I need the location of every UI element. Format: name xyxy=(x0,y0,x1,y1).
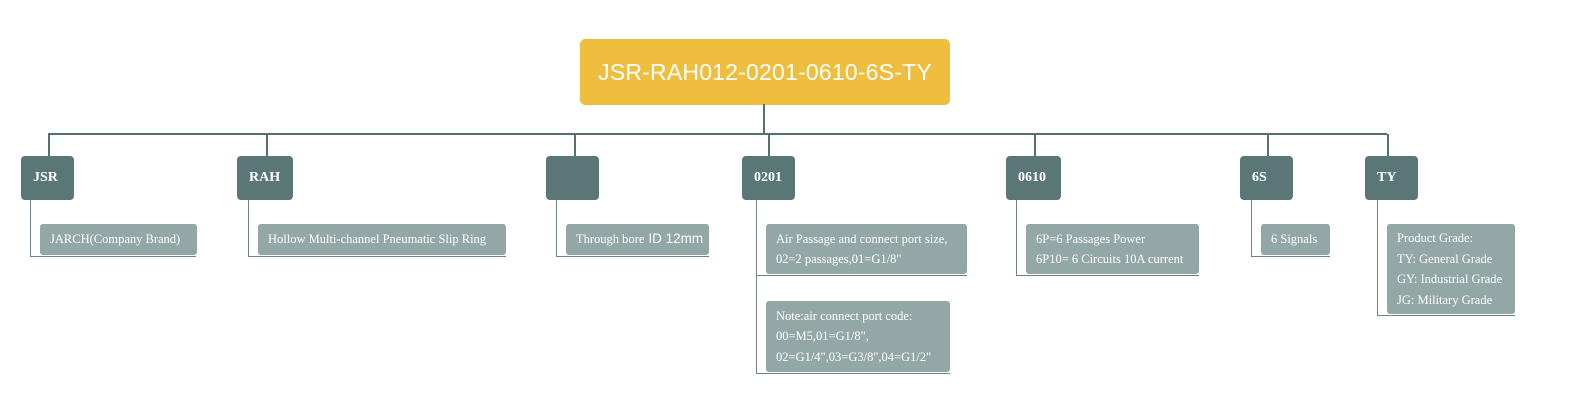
model-code-root: JSR-RAH012-0201-0610-6S-TY xyxy=(580,39,950,105)
desc-power: 6P=6 Passages Power 6P10= 6 Circuits 10A… xyxy=(1026,224,1199,274)
desc-line: Air Passage and connect port size, xyxy=(776,231,948,246)
bracket-rah xyxy=(248,200,506,257)
root-connector xyxy=(763,104,765,134)
drop-connector-ty xyxy=(1387,134,1389,156)
node-rah: RAH xyxy=(237,156,293,200)
desc-line: TY: General Grade xyxy=(1397,251,1493,266)
bore-diameter: ID 12mm xyxy=(648,231,704,247)
desc-grade: Product Grade: TY: General Grade GY: Ind… xyxy=(1387,224,1515,314)
desc-line: JARCH(Company Brand) xyxy=(50,232,181,247)
drop-connector-0201 xyxy=(768,134,770,156)
node-label: TY xyxy=(1377,170,1397,185)
desc-line: JG: Military Grade xyxy=(1397,292,1493,307)
desc-line: GY: Industrial Grade xyxy=(1397,272,1503,286)
bracket-ty xyxy=(1377,200,1515,316)
drop-connector-0610 xyxy=(1034,134,1036,156)
desc-line: 02=2 passages,01=G1/8" xyxy=(776,252,902,266)
drop-connector-6s xyxy=(1267,134,1269,156)
node-0201: 0201 xyxy=(742,156,795,200)
desc-line: 00=M5,01=G1/8", xyxy=(776,329,869,344)
desc-rah: Hollow Multi-channel Pneumatic Slip Ring xyxy=(258,224,506,255)
horizontal-connector xyxy=(48,133,1387,135)
model-code-text: JSR-RAH012-0201-0610-6S-TY xyxy=(598,58,932,85)
node-jsr: JSR xyxy=(21,156,74,200)
node-label: 0201 xyxy=(754,170,782,185)
node-bore xyxy=(546,156,599,200)
desc-air: Air Passage and connect port size, 02=2 … xyxy=(766,224,967,274)
node-label: 0610 xyxy=(1018,170,1046,185)
node-6s: 6S xyxy=(1240,156,1293,200)
desc-line: Note:air connect port code: xyxy=(776,308,913,323)
node-0610: 0610 xyxy=(1006,156,1061,200)
desc-jsr: JARCH(Company Brand) xyxy=(40,224,197,255)
node-label: JSR xyxy=(33,170,58,185)
node-label: 6S xyxy=(1252,170,1267,185)
desc-air-note: Note:air connect port code: 00=M5,01=G1/… xyxy=(766,301,950,372)
bracket-bore xyxy=(556,200,709,257)
node-label: RAH xyxy=(249,170,281,185)
desc-line: 6 Signals xyxy=(1271,232,1318,247)
desc-line: 6P10= 6 Circuits 10A current xyxy=(1036,252,1184,266)
bracket-0610 xyxy=(1016,200,1199,276)
desc-line: Product Grade: xyxy=(1397,231,1474,245)
desc-line: 02=G1/4",03=G3/8",04=G1/2" xyxy=(776,349,932,364)
bracket-6s xyxy=(1251,200,1330,257)
desc-bore: Through bore ID 12mm xyxy=(566,224,709,255)
desc-signals: 6 Signals xyxy=(1261,224,1330,255)
node-ty: TY xyxy=(1365,156,1418,200)
drop-connector-bore xyxy=(574,134,576,156)
bracket-0201-note xyxy=(756,200,950,374)
drop-connector-jsr xyxy=(48,134,50,156)
drop-connector-rah xyxy=(266,134,268,156)
desc-line: 6P=6 Passages Power xyxy=(1036,231,1146,246)
desc-line: Through bore xyxy=(576,232,645,247)
bracket-jsr xyxy=(30,200,196,257)
desc-line: Hollow Multi-channel Pneumatic Slip Ring xyxy=(268,232,487,247)
